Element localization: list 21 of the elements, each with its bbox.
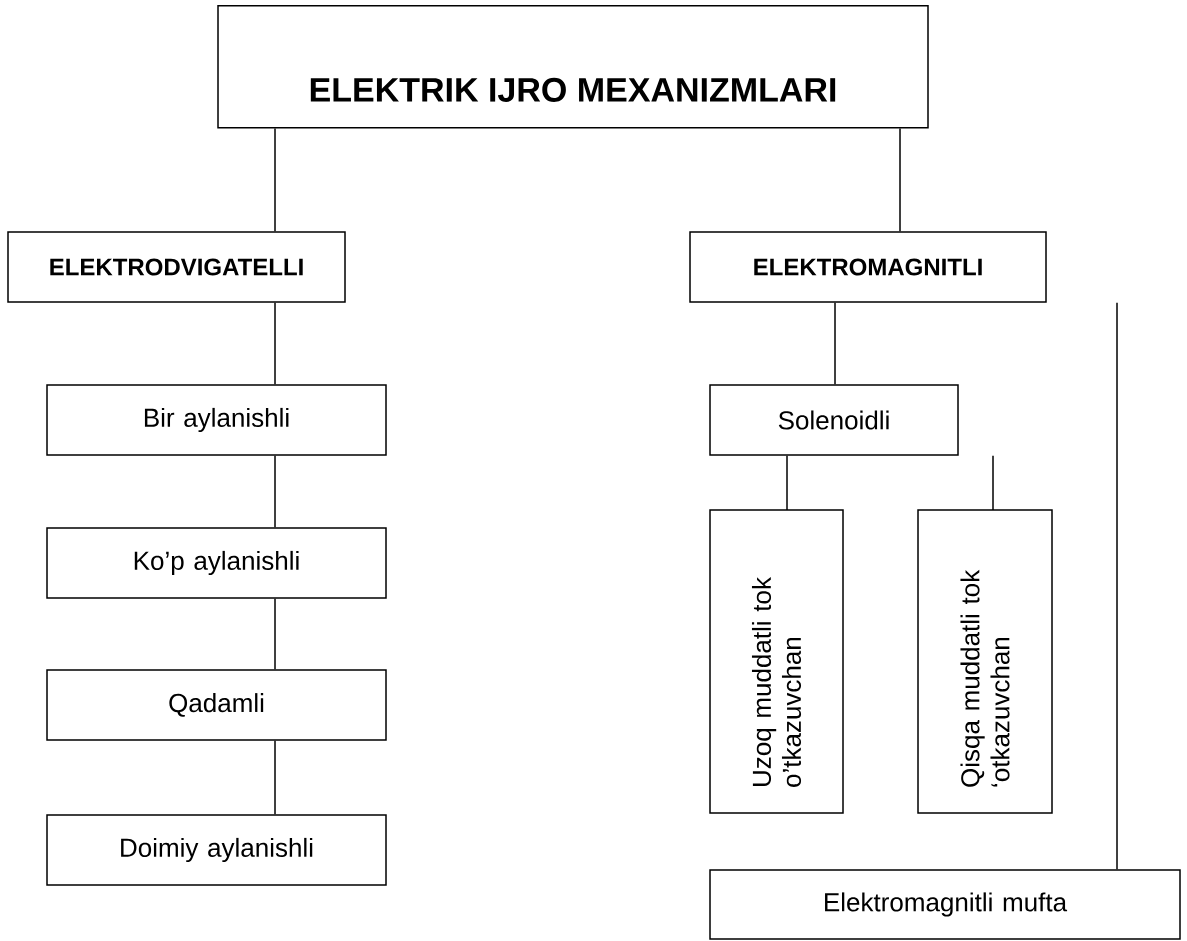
connector-line (274, 127, 276, 232)
title-box: ELEKTRIK IJRO MEXANIZMLARI (217, 5, 929, 129)
category-box: ELEKTRODVIGATELLI (7, 231, 346, 303)
connector-line (992, 455, 994, 511)
category-box: ELEKTROMAGNITLI (689, 231, 1047, 303)
item-box: Qadamli (46, 669, 387, 741)
item-box: Bir aylanishli (46, 384, 387, 456)
connector-line (834, 302, 836, 385)
item-box: Doimiy aylanishli (46, 814, 387, 886)
connector-line (1116, 302, 1118, 870)
connector-line (899, 127, 901, 232)
item-box: Uzoq muddatli tok o’tkazuvchan (709, 509, 844, 814)
connector-line (274, 455, 276, 528)
connector-line (274, 598, 276, 670)
connector-line (786, 455, 788, 511)
item-box: Elektromagnitli mufta (709, 869, 1181, 940)
connector-line (274, 302, 276, 385)
connector-line (274, 740, 276, 815)
item-box: Solenoidli (709, 384, 959, 456)
item-box: Qisqa muddatli tok ‘otkazuvchan (917, 509, 1053, 814)
item-box: Ko’p aylanishli (46, 527, 387, 599)
